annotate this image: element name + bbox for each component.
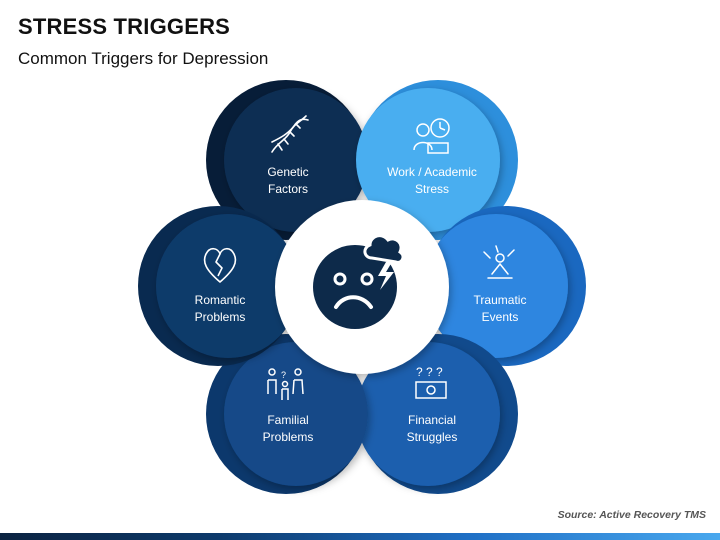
left-eye bbox=[333, 272, 347, 286]
page-title: STRESS TRIGGERS bbox=[18, 14, 231, 39]
petal-familial-problems: ? Familial Problems bbox=[206, 334, 368, 494]
petal-traumatic-events: Traumatic Events bbox=[424, 206, 586, 366]
petal-label-line2: Problems bbox=[263, 430, 314, 444]
sad-face bbox=[313, 245, 397, 329]
petal-label-line2: Problems bbox=[195, 310, 246, 324]
petal-face bbox=[356, 88, 500, 232]
petal-label-line1: Familial bbox=[267, 413, 308, 427]
right-eye bbox=[360, 272, 374, 286]
petal-label-line2: Stress bbox=[415, 182, 449, 196]
petal-face bbox=[424, 214, 568, 358]
petal-face bbox=[156, 214, 300, 358]
petal-label-line1: Financial bbox=[408, 413, 456, 427]
trauma-icon bbox=[483, 245, 515, 279]
petal-label-line1: Genetic bbox=[267, 165, 308, 179]
svg-text:? ? ?: ? ? ? bbox=[416, 365, 443, 379]
center-hub bbox=[275, 200, 449, 374]
petal-label-line1: Romantic bbox=[195, 293, 246, 307]
storm-cloud bbox=[363, 234, 405, 264]
dna-icon bbox=[271, 115, 309, 153]
bottom-accent-bar bbox=[0, 533, 720, 540]
lightning-bolt bbox=[378, 262, 394, 290]
petal-face bbox=[224, 88, 368, 232]
petal-romantic-problems: Romantic Problems bbox=[138, 206, 300, 366]
petal-label-line1: Work / Academic bbox=[387, 165, 477, 179]
stressed-worker-icon bbox=[413, 118, 450, 154]
svg-text:?: ? bbox=[281, 370, 286, 380]
petal-face bbox=[356, 342, 500, 486]
sad-face-storm-icon bbox=[313, 234, 405, 329]
frown bbox=[334, 295, 373, 309]
source-note: Source: Active Recovery TMS bbox=[557, 509, 706, 521]
money-question-icon: ? ? ? bbox=[415, 365, 447, 399]
petal-genetic-factors: Genetic Factors bbox=[206, 80, 368, 240]
petal-label-line2: Factors bbox=[268, 182, 308, 196]
petal-label-line2: Struggles bbox=[407, 430, 458, 444]
petal-financial-struggles: ? ? ? Financial Struggles bbox=[356, 334, 518, 494]
family-icon: ? bbox=[267, 368, 304, 400]
page-subtitle: Common Triggers for Depression bbox=[18, 49, 269, 68]
petal-work-academic-stress: Work / Academic Stress bbox=[356, 80, 518, 240]
petal-face bbox=[224, 342, 368, 486]
petal-label-line2: Events bbox=[482, 310, 519, 324]
petal-label-line1: Traumatic bbox=[474, 293, 527, 307]
broken-heart-icon bbox=[203, 247, 237, 283]
